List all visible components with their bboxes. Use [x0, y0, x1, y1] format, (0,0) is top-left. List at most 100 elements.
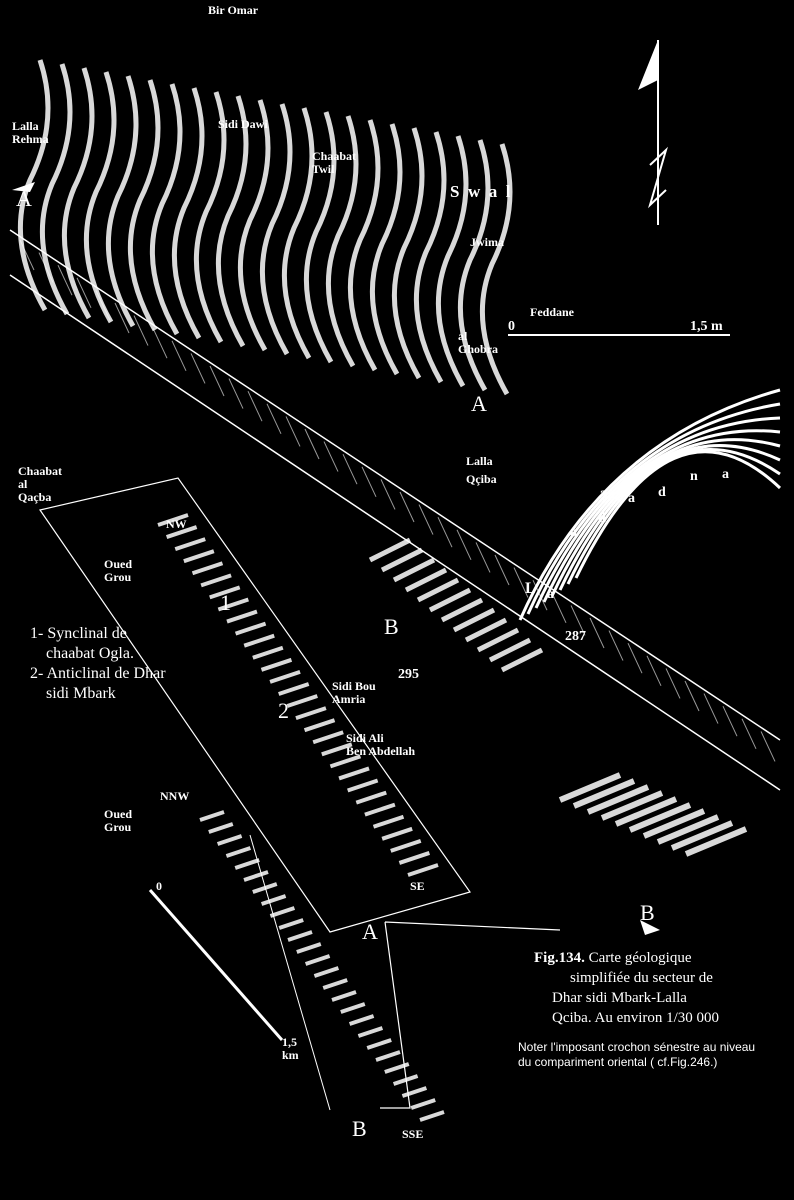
fault-zone-boundary — [9, 229, 781, 791]
section-bed — [419, 1110, 445, 1122]
bedding-stripe — [149, 83, 183, 336]
bedding-stripe — [452, 607, 496, 633]
hatch-line — [57, 264, 73, 296]
section-bed — [304, 954, 331, 966]
bedding-stripe — [281, 107, 315, 360]
section-bed — [252, 645, 284, 660]
thrust-arc — [542, 429, 781, 603]
scale-bar-start: 0 — [508, 319, 515, 334]
section-bed — [226, 609, 258, 624]
hatch-line — [114, 302, 130, 334]
bedding-stripe — [347, 119, 381, 372]
orientation-sse: SSE — [402, 1127, 424, 1141]
bedding-stripe — [500, 647, 544, 673]
section-bed — [407, 863, 439, 877]
section-bed — [375, 1050, 401, 1062]
cross-section-B-frame — [249, 834, 331, 1111]
place-sidi-bou-amria: Sidi Bou Amria — [332, 679, 376, 706]
label-d: d — [598, 511, 606, 526]
bedding-stripe — [368, 537, 412, 563]
thrust-arc — [534, 416, 781, 609]
orientation-se: SE — [410, 879, 425, 893]
place-al-ghobra: al Ghobra — [458, 329, 499, 356]
section-marker-icon — [640, 920, 660, 935]
hatch-line — [589, 617, 605, 649]
hatch-line — [209, 365, 225, 397]
hatch-line — [684, 680, 700, 712]
hatch-line — [95, 290, 111, 321]
bedding-stripe — [600, 790, 664, 821]
bedding-stripe — [586, 784, 650, 815]
section-bed — [278, 682, 310, 696]
section-bed — [243, 870, 269, 882]
hatch-line — [703, 693, 719, 724]
section-bed — [340, 1002, 366, 1014]
hatch-line — [532, 579, 548, 611]
section-bed — [348, 1014, 375, 1026]
hatch-line — [513, 567, 529, 598]
section-bed — [364, 802, 396, 817]
place-chaabat-al-qacba: Chaabat al Qaçba — [18, 464, 63, 504]
section-bed — [252, 882, 278, 894]
place-lalla-qciba: Lalla Qçiba — [466, 454, 497, 486]
hatch-line — [456, 529, 472, 561]
spot-height-382: 382 — [600, 488, 623, 504]
place-oued-grou-2: Oued Grou — [104, 807, 133, 834]
hatch-line — [551, 592, 567, 624]
hatch-line — [76, 277, 92, 309]
place-jwima: Jwima — [470, 235, 504, 249]
thrust-arc — [558, 444, 781, 591]
section-bed — [347, 778, 379, 793]
cross-section-A-frame — [39, 477, 471, 933]
hatch-line — [494, 554, 510, 586]
section-bed — [286, 694, 318, 708]
bedding-stripe — [380, 547, 424, 573]
section-bed — [174, 537, 206, 552]
section-B-south: B — [640, 900, 655, 925]
hatch-line — [323, 441, 339, 472]
section-bed — [372, 814, 405, 829]
hatch-line — [399, 491, 415, 523]
place-feddane: Feddane — [530, 305, 575, 319]
bedding-stripe — [127, 79, 161, 332]
section-bed — [384, 1062, 410, 1074]
bedding-stripe — [572, 778, 636, 809]
section-bed — [191, 561, 224, 576]
label-a: a — [547, 587, 554, 602]
section-bed — [401, 1086, 428, 1098]
fold-label-2: 2 — [278, 698, 289, 723]
cross-section-A-end: A — [362, 919, 378, 944]
north-arrow-icon — [638, 40, 658, 90]
section-bed — [234, 621, 267, 636]
bedding-stripe — [428, 587, 472, 613]
bedding-stripe — [416, 577, 460, 603]
section-bed — [331, 990, 357, 1002]
section-bed — [234, 858, 260, 870]
hatch-line — [665, 668, 681, 699]
bedding-stripe — [558, 772, 622, 803]
bedding-stripe — [392, 557, 436, 583]
section-bed — [165, 525, 198, 539]
section-bed — [410, 1098, 436, 1110]
bedding-stripe — [39, 63, 73, 316]
bedding-stripe — [670, 820, 734, 851]
orientation-nw: NW — [166, 517, 187, 531]
bedding-stripe — [215, 95, 249, 348]
cross-section-B-frame — [380, 921, 561, 1109]
section-bed — [243, 633, 275, 648]
hatch-line — [152, 327, 168, 359]
place-swal: S w a l — [450, 182, 511, 201]
label-n: n — [690, 469, 698, 484]
section-bed — [260, 894, 287, 906]
section-bed — [260, 657, 293, 672]
bedding-stripe — [83, 71, 117, 324]
place-sidi-ali-ben-abdellah: Sidi Ali Ben Abdellah — [346, 731, 416, 758]
hatch-line — [361, 466, 377, 498]
hatch-line — [722, 705, 738, 737]
hatch-line — [475, 542, 491, 573]
section-bed — [225, 846, 252, 858]
spot-height-287: 287 — [565, 629, 586, 644]
section-bed — [295, 706, 327, 721]
orientation-nnw: NNW — [160, 789, 190, 803]
